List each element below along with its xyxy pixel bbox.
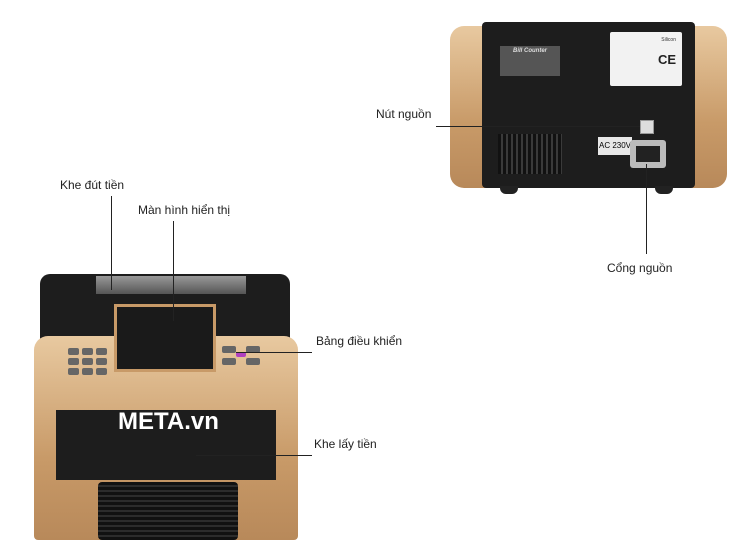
control-panel-keys[interactable]	[222, 346, 266, 368]
bill-stacker	[98, 482, 238, 540]
brand-logo: Silicon	[661, 37, 676, 43]
watermark: META.vn	[118, 408, 219, 435]
plate-title: Bill Counter	[513, 48, 547, 54]
label-bill-outlet: Khe lấy tiền	[314, 437, 377, 451]
leader-power-button	[436, 126, 640, 127]
power-socket	[630, 140, 666, 168]
foot-left	[500, 186, 518, 194]
label-power-port: Cổng nguồn	[607, 261, 673, 275]
info-plate: Bill Counter	[500, 46, 560, 76]
bill-outlet	[56, 410, 276, 480]
leader-display	[173, 221, 174, 321]
label-bill-inlet: Khe đút tiền	[60, 178, 125, 192]
label-display: Màn hình hiển thị	[138, 203, 231, 217]
back-view-machine: Bill Counter Silicon CE AC 230V	[450, 22, 727, 194]
leader-power-port	[646, 164, 647, 254]
leader-bill-outlet	[196, 455, 312, 456]
label-power-button: Nút nguồn	[376, 107, 432, 121]
vent-grille	[498, 134, 562, 174]
leader-bill-inlet	[111, 196, 112, 290]
voltage-text: AC 230V	[598, 141, 632, 150]
foot-right	[655, 186, 673, 194]
label-control-panel: Bảng điều khiển	[316, 334, 403, 348]
leader-control-panel	[236, 352, 312, 353]
bill-inlet-roller	[96, 276, 246, 294]
voltage-label: AC 230V	[598, 137, 632, 155]
front-view-machine: META.vn	[26, 270, 304, 542]
product-sticker: Silicon CE	[610, 32, 682, 86]
keypad-left	[68, 348, 112, 378]
ce-mark: CE	[657, 52, 676, 67]
power-switch[interactable]	[640, 120, 654, 134]
display-screen	[114, 304, 216, 372]
